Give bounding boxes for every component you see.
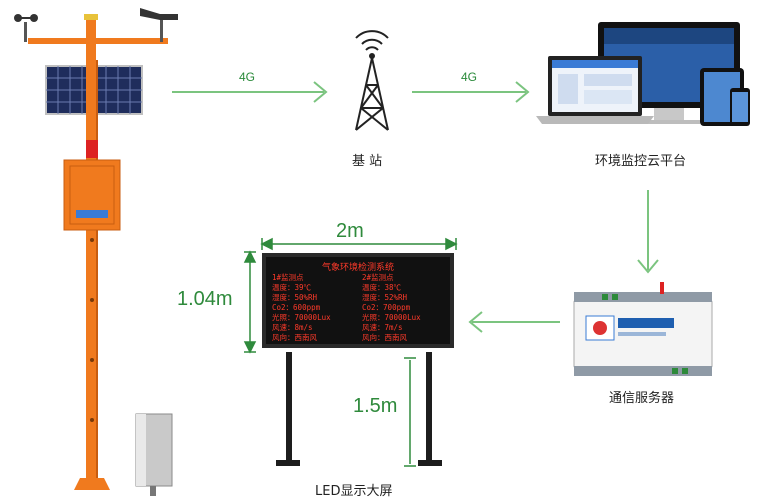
led-cell: 风向：西南风 (362, 333, 407, 342)
dim-width-label: 2m (336, 220, 364, 242)
led-title: 气象环境检测系统 (321, 263, 394, 273)
cloud-platform-label: 环境监控云平台 (595, 154, 687, 169)
led-cell: 2#监测点 (362, 273, 394, 282)
link-label-4g-right: 4G (461, 70, 478, 84)
weather-station (14, 8, 178, 496)
led-cell: 温度：39℃ (272, 283, 312, 292)
led-cell: 光照：70000Lux (362, 313, 421, 322)
dim-height-label: 1.04m (177, 288, 233, 310)
dim-pole-label: 1.5m (353, 395, 398, 417)
led-cell: 风速：7m/s (362, 323, 403, 332)
led-display-board: 气象环境检测系统 1#监测点 2#监测点 温度：39℃ 温度：38℃ 湿度：50… (262, 253, 454, 348)
led-cell: 温度：38℃ (362, 283, 402, 292)
led-cell: Co2：600ppm (272, 303, 321, 312)
led-cell: 光照：70000Lux (272, 313, 331, 322)
tower-icon (355, 30, 389, 131)
comm-server-device (573, 282, 713, 376)
cloud-platform-devices (536, 22, 750, 126)
led-screen-label: LED显示大屏 (315, 484, 393, 499)
led-cell: Co2：700ppm (362, 303, 411, 312)
comm-server-label: 通信服务器 (609, 391, 675, 406)
led-cell: 1#监测点 (272, 273, 304, 282)
link-label-4g-left: 4G (239, 70, 256, 84)
led-cell: 风向：西南风 (272, 333, 317, 342)
led-cell: 湿度：52%RH (362, 293, 408, 302)
led-cell: 湿度：50%RH (272, 293, 318, 302)
base-station-label: 基 站 (352, 154, 383, 169)
led-cell: 风速：8m/s (272, 323, 313, 332)
